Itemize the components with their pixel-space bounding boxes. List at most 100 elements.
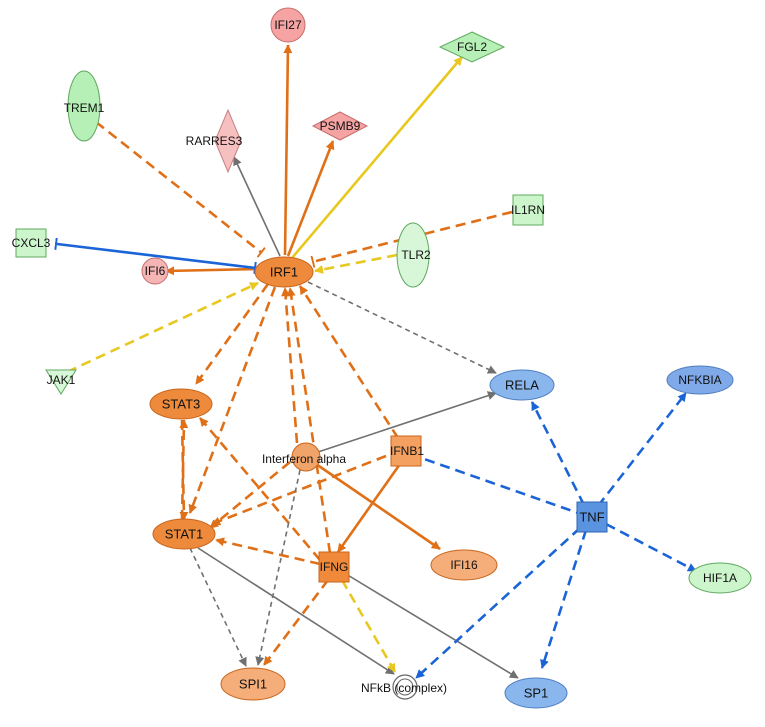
- node-label: TREM1: [64, 101, 105, 115]
- edge-irf1-to-fgl2: [291, 56, 463, 259]
- node-spi1[interactable]: SPI1: [220, 667, 286, 701]
- node-shape: [45, 369, 77, 395]
- node-label: IFNG: [320, 560, 349, 574]
- edges: [54, 44, 697, 679]
- node-fgl2[interactable]: FGL2: [438, 31, 506, 63]
- node-shape: [430, 549, 498, 581]
- nodes: IFI27 FGL2 TREM1 RARRES3 PSMB9 IL1RN CXC…: [12, 7, 752, 709]
- node-label: TNF: [579, 510, 604, 525]
- node-stat1[interactable]: STAT1: [152, 518, 216, 550]
- node-tlr2[interactable]: TLR2: [396, 222, 431, 288]
- node-shape: [254, 256, 314, 288]
- edge-cxcl3-to-irf1: [54, 237, 257, 274]
- node-trem1[interactable]: TREM1: [64, 70, 105, 142]
- node-shape: [438, 31, 506, 63]
- node-label: TLR2: [401, 248, 431, 262]
- edge-interferon-alpha-to-irf1: [281, 287, 299, 444]
- node-shape: [220, 667, 286, 701]
- edge-tlr2-to-irf1: [314, 253, 398, 274]
- edge-irf1-to-rela: [307, 281, 497, 374]
- node-label: HIF1A: [703, 571, 737, 585]
- node-label: CXCL3: [12, 236, 51, 250]
- edge-interferon-alpha-to-ifi16: [315, 462, 441, 551]
- edge-ifng-to-irf1: [286, 287, 332, 554]
- edge-trem1-to-irf1: [95, 120, 266, 258]
- edge-irf1-to-psmb9: [286, 140, 335, 257]
- edge-stat1-to-nfkb: [197, 547, 395, 675]
- node-shape: [291, 442, 321, 472]
- node-ifng[interactable]: IFNG: [318, 551, 350, 583]
- node-label: STAT1: [165, 527, 204, 542]
- node-label: PSMB9: [320, 119, 361, 133]
- node-ifi16[interactable]: IFI16: [430, 549, 498, 581]
- node-shape: [270, 7, 306, 43]
- node-ifi27[interactable]: IFI27: [270, 7, 306, 43]
- node-shape: [152, 518, 216, 550]
- node-shape: [141, 257, 169, 285]
- node-label: IL1RN: [511, 203, 545, 217]
- edge-ifnb1-to-ifng: [336, 463, 402, 553]
- edge-irf1-to-rarres3: [233, 156, 281, 257]
- node-label: IFI6: [145, 264, 166, 278]
- node-sp1[interactable]: SP1: [504, 677, 568, 709]
- node-rarres3[interactable]: RARRES3: [186, 108, 243, 174]
- edge-stat1-to-spi1: [189, 547, 247, 667]
- node-nfkbia[interactable]: NFKBIA: [666, 365, 734, 395]
- edge-irf1-to-stat1: [188, 286, 277, 514]
- node-tnf[interactable]: TNF: [576, 501, 608, 533]
- node-label: RELA: [505, 378, 539, 393]
- node-nfkb-complex[interactable]: NFkB (complex): [361, 674, 447, 700]
- node-stat3[interactable]: STAT3: [149, 388, 213, 420]
- node-rela[interactable]: RELA: [489, 369, 555, 401]
- node-label: STAT3: [162, 397, 201, 412]
- node-irf1[interactable]: IRF1: [254, 256, 314, 288]
- edge-tnf-to-sp1: [540, 529, 588, 669]
- node-ifi6[interactable]: IFI6: [141, 257, 169, 285]
- node-label: JAK1: [47, 373, 76, 387]
- edge-tnf-to-rela: [530, 401, 586, 506]
- edge-ifnb1-to-tnf: [409, 452, 583, 520]
- node-label: NFKBIA: [678, 373, 721, 387]
- edge-tnf-to-nfkbia: [596, 392, 688, 507]
- node-shape: [67, 70, 101, 142]
- edge-interferon-alpha-to-rela: [317, 391, 497, 453]
- node-hif1a[interactable]: HIF1A: [688, 562, 752, 594]
- node-shape: [390, 435, 422, 467]
- edge-irf1-to-ifi27: [283, 44, 293, 256]
- edge-irf1-to-stat3: [194, 283, 270, 385]
- node-shape: [396, 222, 430, 288]
- node-psmb9[interactable]: PSMB9: [311, 111, 369, 141]
- node-label: FGL2: [457, 40, 487, 54]
- node-shape: [489, 369, 555, 401]
- edge-tnf-to-hif1a: [605, 522, 697, 573]
- node-label: SPI1: [239, 677, 267, 692]
- edge-irf1-to-ifi6: [165, 266, 257, 276]
- node-label: IFI16: [450, 558, 478, 572]
- node-ifnb1[interactable]: IFNB1: [390, 435, 424, 467]
- edge-stat3-to-stat1: [179, 419, 189, 521]
- node-jak1[interactable]: JAK1: [45, 369, 77, 395]
- node-shape: [666, 365, 734, 395]
- node-shape: [214, 108, 242, 174]
- node-cxcl3[interactable]: CXCL3: [12, 228, 51, 258]
- edge-ifnb1-to-irf1: [298, 285, 400, 439]
- node-label: NFkB (complex): [361, 681, 447, 695]
- node-label: IFNB1: [390, 444, 424, 458]
- edge-ifng-to-spi1: [262, 579, 330, 666]
- node-shape: [311, 111, 369, 141]
- node-shape: [576, 501, 608, 533]
- node-shape: [512, 194, 544, 226]
- edge-ifng-to-sp1: [345, 573, 519, 679]
- node-label: RARRES3: [186, 134, 243, 148]
- node-shape: [504, 677, 568, 709]
- node-shape: [688, 562, 752, 594]
- edge-ifng-to-nfkb: [340, 579, 397, 673]
- node-il1rn[interactable]: IL1RN: [511, 194, 545, 226]
- edge-interferon-alpha-to-stat1: [209, 460, 291, 530]
- node-label: SP1: [524, 686, 549, 701]
- node-shape: [15, 228, 47, 258]
- node-label: IRF1: [270, 265, 298, 280]
- edge-jak1-to-irf1: [66, 281, 259, 374]
- node-interferon-alpha[interactable]: Interferon alpha: [262, 442, 346, 472]
